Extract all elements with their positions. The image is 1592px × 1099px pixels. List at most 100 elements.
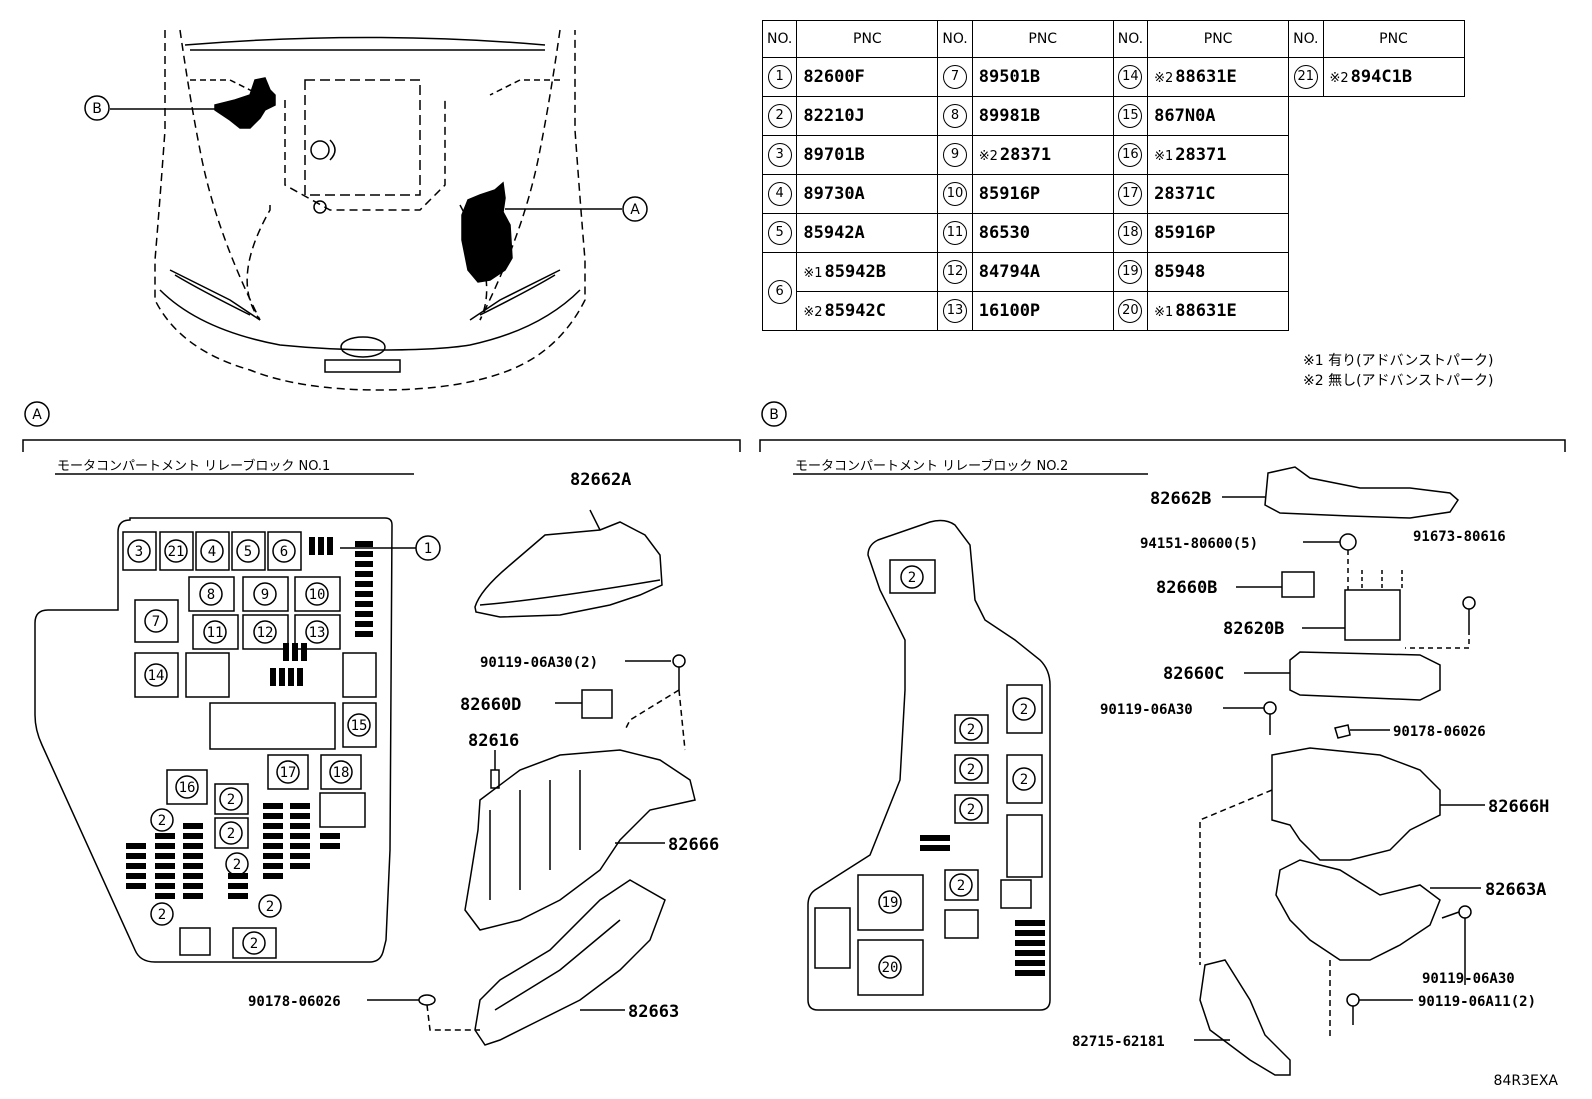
cell-number: 4 <box>208 544 216 560</box>
cell-number: 6 <box>280 544 288 560</box>
location-a-shape <box>461 181 513 283</box>
part-label-bolt-top: 90119-06A30(2) <box>480 655 598 671</box>
cell-number: 21 <box>168 544 185 560</box>
part-label-82660c: 82660C <box>1163 664 1224 684</box>
pnc-mark: ※2 <box>1154 71 1174 86</box>
cell-number: 3 <box>135 544 143 560</box>
pnc-value: 89981B <box>978 106 1041 126</box>
pnc-value: 28371 <box>1175 145 1227 165</box>
overview-label-a: A <box>630 202 640 218</box>
pnc-value: 894C1B <box>1350 67 1413 87</box>
part-label-82662a: 82662A <box>570 470 631 490</box>
part-label-bolt-3: 90119-06A11(2) <box>1418 994 1536 1010</box>
pnc-value: 85916P <box>978 184 1041 204</box>
pnc-row: 5 85942A 11 86530 18 85916P <box>761 213 1465 253</box>
pnc-no: 20 <box>1118 299 1143 323</box>
cover-82662a-shape <box>474 521 663 618</box>
block-82666h-shape <box>1271 747 1441 861</box>
pnc-no: 21 <box>1293 65 1318 89</box>
header-pnc: PNC <box>1322 20 1465 58</box>
section-a <box>22 401 741 1046</box>
bracket-82663-shape <box>474 879 666 1046</box>
pnc-no: 12 <box>943 260 968 284</box>
cell-number: 2 <box>967 762 975 778</box>
cell-numbers: 3 21 4 5 6 8 9 10 7 11 12 13 14 15 17 18… <box>135 541 1028 976</box>
part-label-screw: 91673-80616 <box>1413 529 1506 545</box>
pnc-no: 11 <box>943 221 968 245</box>
pnc-value: 85916P <box>1154 223 1216 243</box>
fuse-clusters <box>126 537 373 899</box>
section-a-marker: A <box>32 407 42 423</box>
cell-number: 2 <box>227 792 235 808</box>
location-b-shape <box>214 77 276 129</box>
cell-number: 2 <box>233 857 241 873</box>
header-no: NO. <box>761 20 798 58</box>
cell-number: 9 <box>261 587 269 603</box>
pnc-header-row: NO. PNC NO. PNC NO. PNC NO. PNC <box>761 20 1465 58</box>
wire-bracket-82715-shape <box>1199 959 1291 1076</box>
callout-number: 1 <box>424 541 432 557</box>
relay-block-1-cells <box>122 531 377 959</box>
pnc-value: 86530 <box>978 223 1030 243</box>
pnc-no: 7 <box>943 65 968 89</box>
pnc-no: 2 <box>767 104 792 128</box>
pnc-value: 82210J <box>803 106 865 126</box>
pnc-value: 867N0A <box>1154 106 1216 126</box>
pnc-mark: ※1 <box>803 266 823 281</box>
pnc-no: 16 <box>1118 143 1143 167</box>
cell-number: 2 <box>967 722 975 738</box>
pnc-value: 28371 <box>999 145 1052 165</box>
pnc-value: 89501B <box>978 67 1041 87</box>
pnc-mark: ※2 <box>978 149 998 164</box>
overview-label-b: B <box>92 101 102 117</box>
part-label-82660b: 82660B <box>1156 578 1217 598</box>
part-label-nut-cap: 94151-80600(5) <box>1140 536 1258 552</box>
relay-block-1-outline <box>34 517 393 963</box>
cell-number: 2 <box>250 936 258 952</box>
footnote-1: ※1 有り(アドバンストパーク) <box>1303 353 1494 369</box>
pnc-value: 89730A <box>803 184 865 204</box>
pnc-no: 1 <box>767 65 792 89</box>
pnc-no: 6 <box>767 279 792 304</box>
pnc-value: 89701B <box>803 145 865 165</box>
pnc-mark: ※1 <box>1154 149 1174 164</box>
section-b-marker-circle <box>761 401 787 427</box>
part-label-nut-a: 90178-06026 <box>248 994 341 1010</box>
pnc-no: 10 <box>943 182 968 206</box>
pnc-table: NO. PNC NO. PNC NO. PNC NO. PNC 1 82600F… <box>761 20 1465 331</box>
section-a-marker-circle <box>24 401 50 427</box>
part-label-82663a: 82663A <box>1485 880 1546 900</box>
pnc-no: 5 <box>767 221 792 245</box>
pnc-no: 14 <box>1118 65 1143 89</box>
cell-number: 15 <box>351 718 368 734</box>
header-no: NO. <box>1288 20 1324 58</box>
block-82666-shape <box>464 749 696 931</box>
pnc-value: 85948 <box>1154 262 1206 282</box>
header-no: NO. <box>1112 20 1149 58</box>
pnc-mark: ※2 <box>1329 71 1349 86</box>
pnc-value: 82600F <box>803 67 865 87</box>
cell-number: 2 <box>967 802 975 818</box>
pnc-no: 9 <box>943 143 968 167</box>
pnc-no: 3 <box>767 143 792 167</box>
part-label-82663: 82663 <box>628 1002 679 1022</box>
cell-number: 14 <box>148 668 165 684</box>
section-b-marker: B <box>769 407 779 423</box>
section-b-title: モータコンパートメント リレーブロック NO.2 <box>795 458 1068 474</box>
cell-number: 2 <box>158 907 166 923</box>
footnotes: ※1 有り(アドバンストパーク) ※2 無し(アドバンストパーク) <box>1303 351 1493 391</box>
diagram-reference-code: 84R3EXA <box>1493 1073 1558 1089</box>
cell-number: 19 <box>882 895 899 911</box>
pnc-no: 18 <box>1118 221 1143 245</box>
pnc-value: 84794A <box>978 262 1041 282</box>
holder-82660c-shape <box>1289 651 1441 701</box>
pnc-no: 15 <box>1118 104 1143 128</box>
pnc-value: 85942C <box>824 301 886 321</box>
pnc-value: 88631E <box>1175 301 1237 321</box>
part-label-82660d: 82660D <box>460 695 521 715</box>
pnc-value: 28371C <box>1154 184 1216 204</box>
pnc-no: 4 <box>767 182 792 206</box>
pnc-no: 13 <box>943 299 968 323</box>
